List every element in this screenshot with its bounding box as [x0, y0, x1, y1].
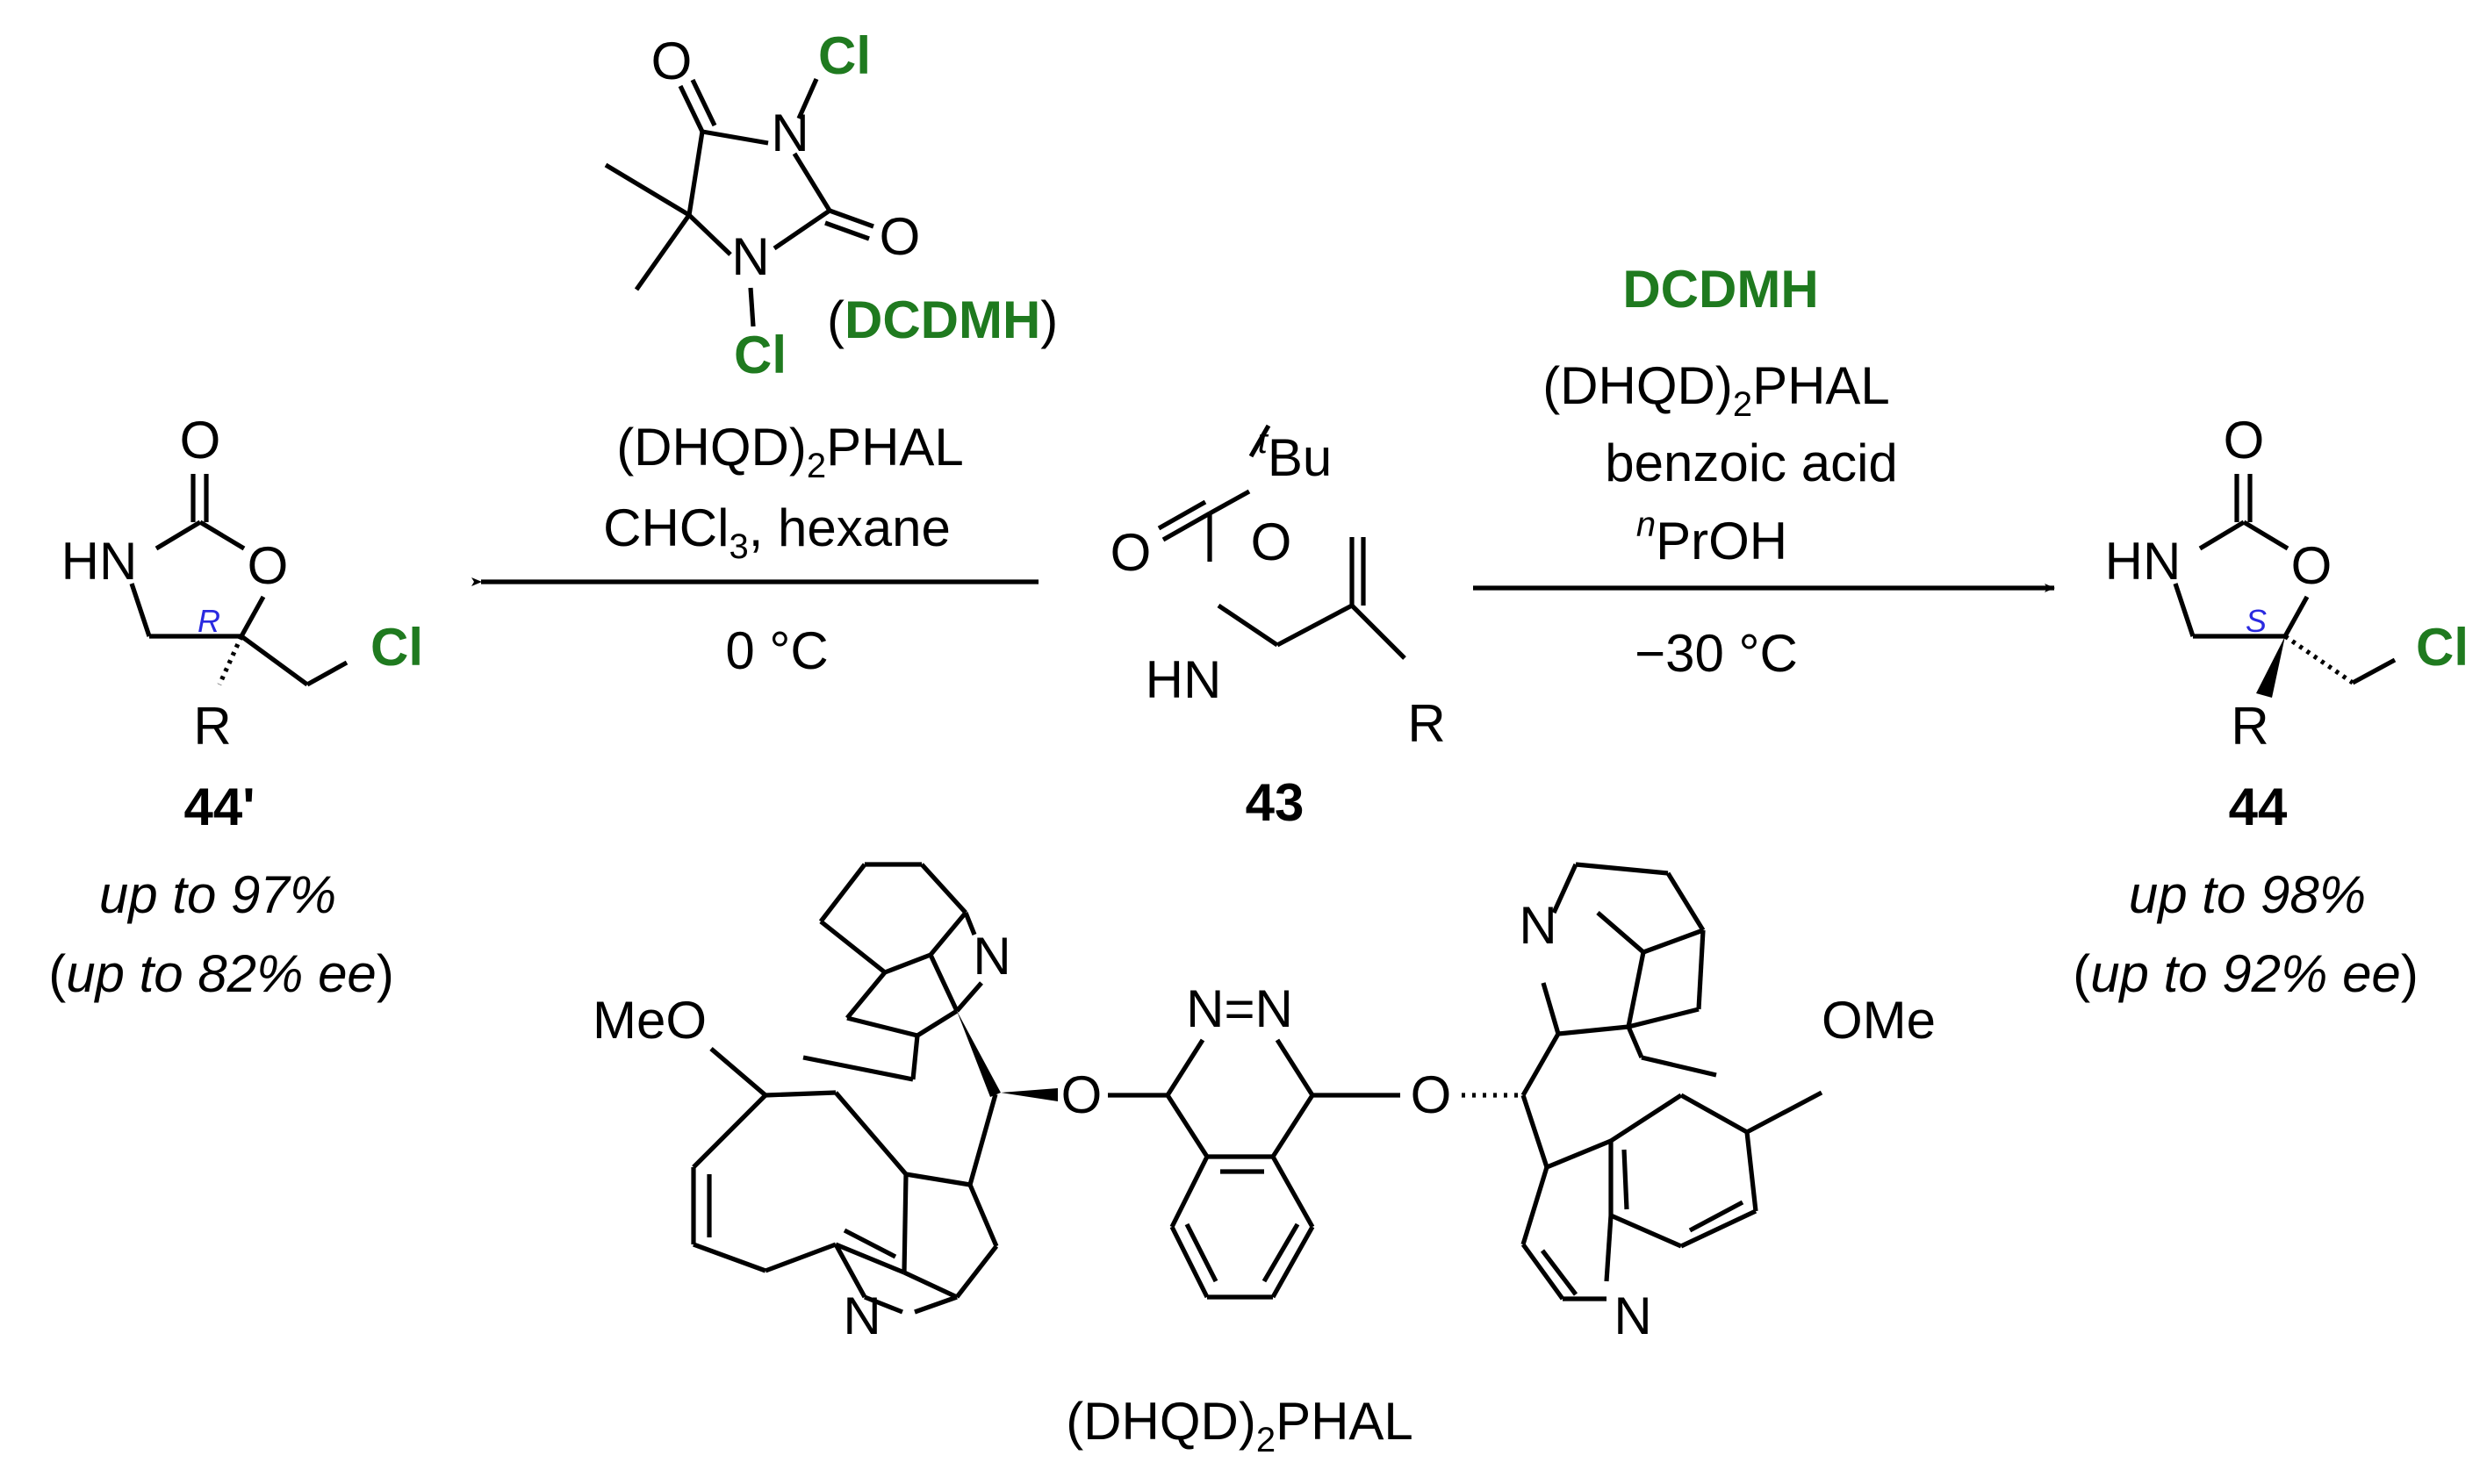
- reagent-nitrogen-3: N: [771, 104, 809, 162]
- product-left-ring-oxygen: O: [248, 536, 289, 595]
- reagent-chlorine-bottom: Cl: [734, 326, 787, 384]
- catalyst-phthalazine-nn: N=N: [1186, 979, 1293, 1038]
- product-left-compound-number: 44': [183, 778, 255, 836]
- product-left-nh-label: HN: [61, 532, 138, 591]
- substrate-ether-oxygen: O: [1251, 513, 1292, 571]
- substrate-r-group: R: [1407, 694, 1445, 753]
- left-solvent-label: CHCl3, hexane: [603, 498, 951, 566]
- right-catalyst-label: (DHQD)2PHAL: [1542, 356, 1890, 424]
- left-temperature-label: 0 °C: [725, 621, 828, 680]
- catalyst-left-ether-oxygen: O: [1061, 1065, 1103, 1124]
- catalyst-left-quinuclidine-nitrogen: N: [973, 927, 1010, 986]
- catalyst-left-quinoline-nitrogen: N: [843, 1287, 881, 1345]
- catalyst-right-quinoline-nitrogen: N: [1614, 1287, 1651, 1345]
- left-catalyst-label: (DHQD)2PHAL: [616, 418, 964, 485]
- reagent-carbonyl-oxygen-top: O: [651, 32, 693, 90]
- right-solvent-label: nPrOH: [1636, 505, 1787, 570]
- product-right-structure: [2173, 474, 2397, 685]
- catalyst-left-quinuclidine: [802, 862, 983, 1082]
- substrate-compound-number: 43: [1246, 773, 1305, 832]
- product-right-yield: up to 98%: [2129, 865, 2366, 924]
- product-left-r-group: R: [193, 697, 231, 756]
- catalyst-phthalazine-core: [1108, 1038, 1400, 1300]
- product-left-chlorine: Cl: [370, 618, 423, 677]
- product-right-ee: (up to 92% ee): [2073, 944, 2419, 1003]
- right-additive-label: benzoic acid: [1605, 434, 1898, 492]
- right-reagent-label: DCDMH: [1622, 260, 1818, 319]
- product-right-stereo-descriptor: S: [2246, 603, 2267, 639]
- catalyst-left-wedge-1: [957, 1011, 1001, 1097]
- catalyst-name-label: (DHQD)2PHAL: [1066, 1392, 1413, 1459]
- catalyst-right-methoxy: OMe: [1822, 991, 1936, 1050]
- substrate-tbu-label: tBu: [1258, 422, 1333, 487]
- catalyst-right-quinoline: [1520, 1090, 1823, 1301]
- product-right-carbonyl-oxygen: O: [2224, 411, 2265, 470]
- product-left-ee: (up to 82% ee): [48, 944, 394, 1003]
- substrate-carbonyl-oxygen: O: [1111, 523, 1152, 582]
- substrate-nh-label: HN: [1146, 650, 1222, 709]
- reagent-carbonyl-oxygen-right: O: [880, 207, 921, 266]
- catalyst-right-ether-oxygen: O: [1411, 1065, 1452, 1124]
- dcdmh-structure: [604, 77, 874, 327]
- substrate-structure: [1157, 424, 1406, 660]
- product-left-yield: up to 97%: [99, 865, 336, 924]
- product-right-wedge-bond: [2256, 636, 2285, 698]
- reagent-nitrogen-1: N: [731, 227, 769, 286]
- catalyst-right-quinuclidine: [1462, 862, 1717, 1098]
- product-left-carbonyl-oxygen: O: [180, 411, 221, 470]
- product-right-nh-label: HN: [2105, 532, 2182, 591]
- catalyst-right-quinuclidine-nitrogen: N: [1519, 896, 1556, 955]
- product-left-stereo-descriptor: R: [198, 603, 220, 639]
- reagent-chlorine-top: Cl: [818, 26, 871, 85]
- reagent-name-label: (DCDMH): [827, 290, 1058, 349]
- product-right-compound-number: 44: [2229, 778, 2288, 836]
- catalyst-left-methoxy: MeO: [593, 991, 707, 1050]
- catalyst-left-wedge-o: [1001, 1088, 1058, 1101]
- product-left-structure: [129, 474, 349, 687]
- right-temperature-label: −30 °C: [1635, 624, 1798, 683]
- product-right-r-group: R: [2231, 697, 2268, 756]
- catalyst-left-quinoline: [691, 1047, 999, 1315]
- product-right-ring-oxygen: O: [2291, 536, 2332, 595]
- product-right-chlorine: Cl: [2416, 618, 2469, 677]
- catalyst-left-c9-bond: [967, 1093, 998, 1186]
